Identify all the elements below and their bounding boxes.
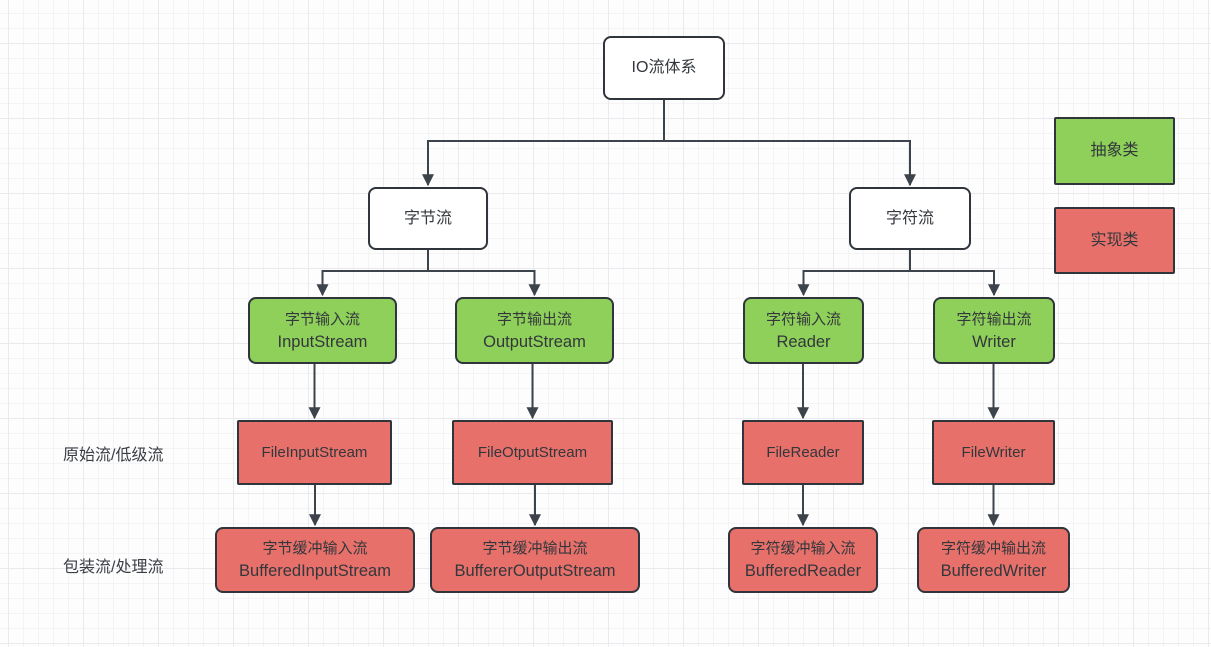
- node-writer[interactable]: 字符输出流 Writer: [933, 297, 1055, 364]
- node-label: FileWriter: [961, 443, 1026, 461]
- node-label: 字符流: [885, 209, 934, 227]
- node-label: 字符输入流: [765, 310, 841, 328]
- node-label: 字符缓冲输入流: [750, 540, 856, 557]
- node-label: 字符缓冲输出流: [940, 540, 1046, 557]
- node-label: 字节流: [403, 209, 452, 227]
- node-label: FileOtputStream: [477, 443, 588, 461]
- node-byte-stream[interactable]: 字节流: [368, 187, 488, 250]
- node-sublabel: BuffererOutputStream: [454, 562, 616, 580]
- legend-implementation-class[interactable]: 实现类: [1054, 207, 1175, 274]
- node-output-stream[interactable]: 字节输出流 OutputStream: [455, 297, 614, 364]
- node-sublabel: BufferedInputStream: [239, 562, 391, 580]
- node-label: 字节输出流: [496, 310, 572, 328]
- node-char-stream[interactable]: 字符流: [849, 187, 971, 250]
- legend-abstract-class[interactable]: 抽象类: [1054, 117, 1175, 185]
- legend-label: 实现类: [1090, 231, 1139, 249]
- node-label: 字节缓冲输入流: [262, 540, 368, 557]
- node-sublabel: Reader: [776, 332, 831, 351]
- node-label: IO流体系: [631, 59, 697, 76]
- node-sublabel: Writer: [972, 332, 1016, 351]
- node-sublabel: BufferedReader: [744, 562, 862, 580]
- legend-label: 抽象类: [1090, 142, 1139, 159]
- node-label: FileInputStream: [261, 443, 368, 461]
- node-label: 字节缓冲输出流: [482, 540, 588, 557]
- node-sublabel: InputStream: [277, 332, 368, 351]
- node-buffered-reader[interactable]: 字符缓冲输入流 BufferedReader: [728, 527, 878, 593]
- node-label: FileReader: [766, 443, 840, 461]
- node-input-stream[interactable]: 字节输入流 InputStream: [248, 297, 397, 364]
- node-file-input-stream[interactable]: FileInputStream: [237, 420, 392, 485]
- node-file-writer[interactable]: FileWriter: [932, 420, 1055, 485]
- node-buffered-input-stream[interactable]: 字节缓冲输入流 BufferedInputStream: [215, 527, 415, 593]
- raw-low-level-stream-label: 原始流/低级流: [63, 447, 164, 464]
- node-reader[interactable]: 字符输入流 Reader: [743, 297, 864, 364]
- node-file-otput-stream[interactable]: FileOtputStream: [452, 420, 613, 485]
- node-file-reader[interactable]: FileReader: [742, 420, 864, 485]
- node-bufferer-output-stream[interactable]: 字节缓冲输出流 BuffererOutputStream: [430, 527, 640, 593]
- node-buffered-writer[interactable]: 字符缓冲输出流 BufferedWriter: [917, 527, 1070, 593]
- node-sublabel: BufferedWriter: [940, 562, 1047, 580]
- node-root[interactable]: IO流体系: [603, 36, 725, 100]
- node-label: 字符输出流: [956, 310, 1032, 328]
- node-sublabel: OutputStream: [483, 332, 586, 351]
- node-label: 字节输入流: [284, 310, 360, 328]
- wrapper-processing-stream-label: 包装流/处理流: [63, 559, 164, 576]
